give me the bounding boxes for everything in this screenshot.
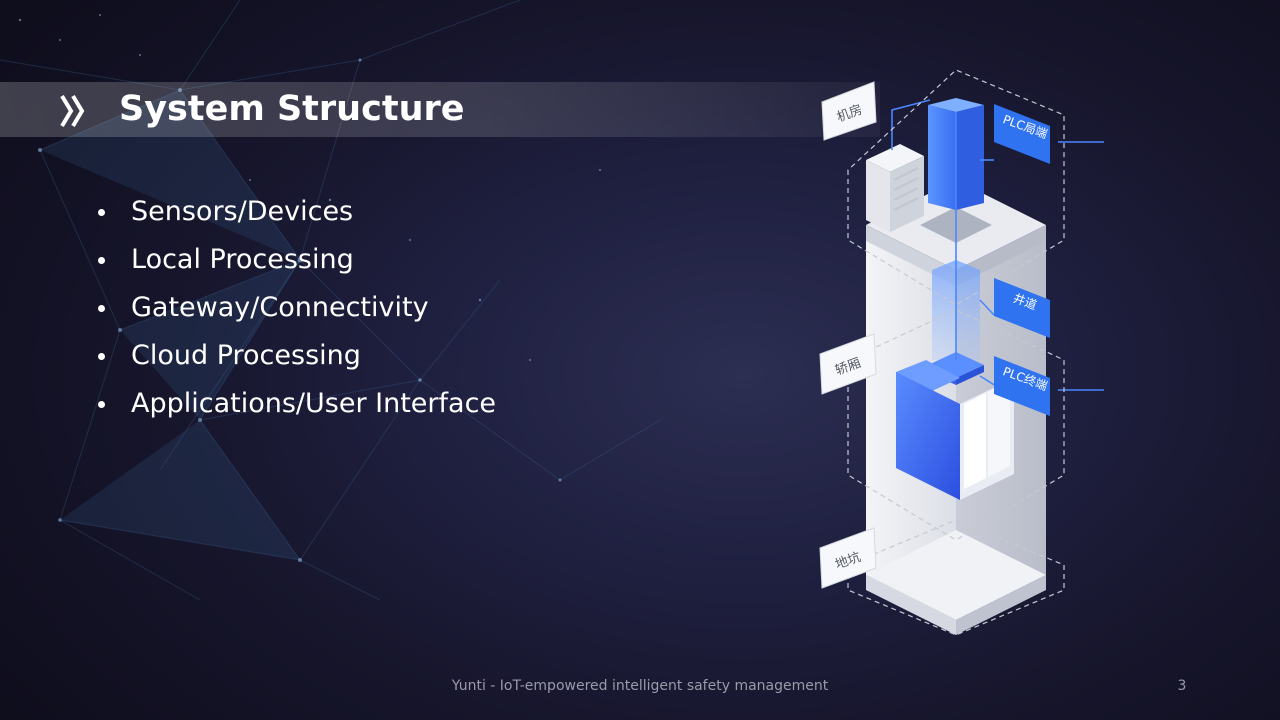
bullet-list: Sensors/Devices Local Processing Gateway…: [98, 188, 496, 428]
bullet-item: Applications/User Interface: [98, 380, 496, 428]
elevator-diagram: 机房 轿厢 地坑 PLC局端 井道 PLC终端: [819, 69, 1104, 636]
label-shaft: 井道: [994, 278, 1050, 338]
label-machine-room: 机房: [821, 81, 877, 141]
double-chevron-icon: [60, 94, 85, 128]
label-plc-terminal: PLC终端: [994, 356, 1050, 416]
page-number: 3: [1177, 678, 1187, 694]
bullet-item: Local Processing: [98, 236, 496, 284]
label-pit: 地坑: [819, 527, 877, 589]
bullet-item: Gateway/Connectivity: [98, 284, 496, 332]
label-plc-local: PLC局端: [994, 104, 1050, 164]
bullet-item: Sensors/Devices: [98, 188, 496, 236]
title-bar: [0, 82, 880, 137]
bullet-item: Cloud Processing: [98, 332, 496, 380]
label-car: 轿厢: [819, 333, 877, 395]
footer-text: Yunti - IoT-empowered intelligent safety…: [451, 678, 829, 694]
slide-title: System Structure: [119, 89, 465, 129]
